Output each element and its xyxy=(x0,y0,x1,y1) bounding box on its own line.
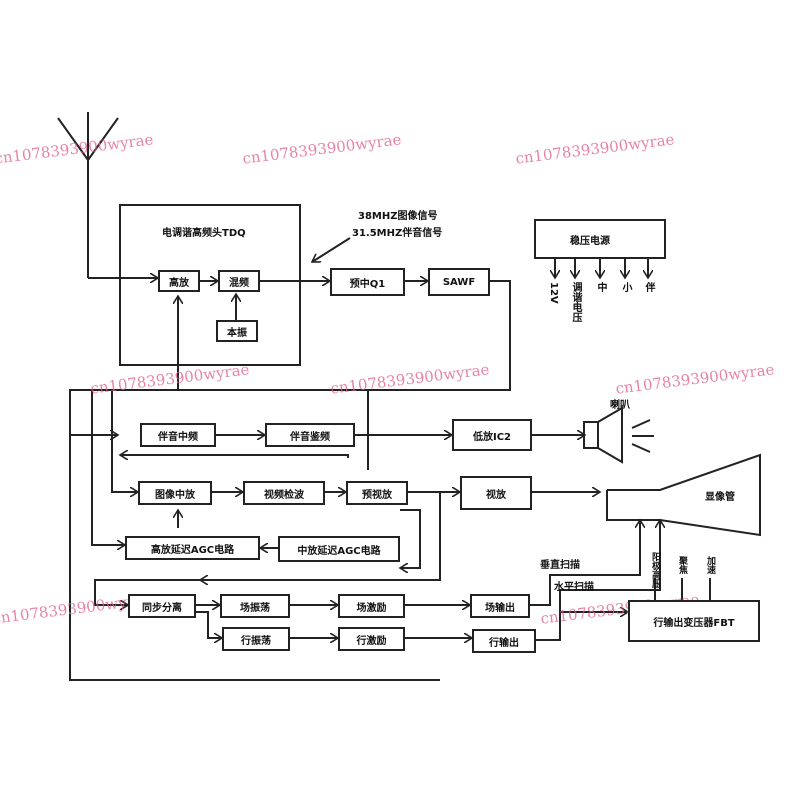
pre-if-block: 预中Q1 xyxy=(330,268,405,296)
picture-if-block: 图像中放 xyxy=(138,481,212,505)
horizontal-oscillator-block: 行振荡 xyxy=(222,627,290,651)
regulator-output-small: 小 xyxy=(620,282,631,292)
rf-agc-block: 高放延迟AGC电路 xyxy=(125,536,260,560)
horizontal-driver-block: 行激励 xyxy=(338,627,405,651)
regulator-output-arrows xyxy=(555,258,648,278)
if-agc-block: 中放延迟AGC电路 xyxy=(278,536,400,562)
regulator-block: 稳压电源 xyxy=(570,236,610,247)
pre-video-block: 预视放 xyxy=(346,481,408,505)
crt-label: 显像管 xyxy=(705,492,735,503)
horizontal-output-block: 行输出 xyxy=(472,629,536,653)
fbt-output-anode: 阳极高压 xyxy=(650,552,660,588)
vertical-driver-block: 场激励 xyxy=(338,594,405,618)
flyback-transformer-block: 行输出变压器FBT xyxy=(628,600,760,642)
rf-amp-block: 高放 xyxy=(158,270,200,292)
freq-note-picture: 38MHZ图像信号 xyxy=(358,211,438,222)
sound-if-block: 伴音中频 xyxy=(140,423,216,447)
video-amp-block: 视放 xyxy=(460,476,532,510)
tuner-title: 电调谐高频头TDQ xyxy=(162,228,246,239)
mixer-block: 混频 xyxy=(218,270,260,292)
audio-amp-block: 低放IC2 xyxy=(452,419,532,451)
vertical-output-block: 场输出 xyxy=(470,594,530,618)
saw-filter-block: SAWF xyxy=(428,268,490,296)
antenna-icon xyxy=(57,112,119,278)
vertical-scan-label: 垂直扫描 xyxy=(540,560,580,571)
horizontal-scan-label: 水平扫描 xyxy=(554,582,594,593)
fbt-output-accel: 加速 xyxy=(705,556,715,574)
crt-icon xyxy=(606,453,761,537)
fbt-output-focus: 聚焦 xyxy=(677,556,687,574)
speaker-label: 喇叭 xyxy=(610,400,630,411)
speaker-icon xyxy=(583,406,654,464)
video-detector-block: 视频检波 xyxy=(243,481,325,505)
sync-separator-block: 同步分离 xyxy=(128,594,196,618)
regulator-output-12v: 12V xyxy=(548,282,559,304)
regulator-output-mid: 中 xyxy=(595,282,606,292)
freq-note-sound: 31.5MHZ伴音信号 xyxy=(352,228,443,239)
regulator-output-sound: 伴 xyxy=(643,282,654,292)
vertical-oscillator-block: 场振荡 xyxy=(220,594,290,618)
sound-detector-block: 伴音鉴频 xyxy=(265,423,355,447)
local-oscillator-block: 本振 xyxy=(216,320,258,342)
regulator-output-tuning: 调谐电压 xyxy=(570,282,581,322)
